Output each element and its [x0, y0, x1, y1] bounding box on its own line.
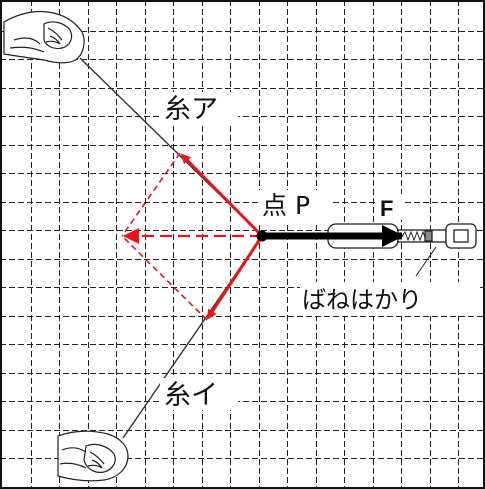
- force-component-a: [180, 153, 264, 238]
- parallelogram-construction: [121, 152, 208, 321]
- label-bg: [160, 378, 238, 410]
- point-p: [256, 230, 268, 242]
- force-f-label: F: [380, 196, 393, 221]
- force-component-b: [206, 235, 264, 320]
- hand-icon: [3, 10, 85, 64]
- label-bg: [258, 190, 330, 222]
- thread-b-label: 糸イ: [164, 380, 218, 411]
- label-bg: [300, 282, 480, 316]
- label-bg: [376, 194, 402, 220]
- label-bg: [160, 92, 238, 124]
- spring-scale-icon: [327, 223, 477, 277]
- point-p-label: 点 P: [262, 191, 310, 220]
- spring-scale-label: ばねはかり: [302, 286, 422, 314]
- hand-icon: [57, 430, 129, 482]
- thread-a-label: 糸ア: [164, 94, 218, 125]
